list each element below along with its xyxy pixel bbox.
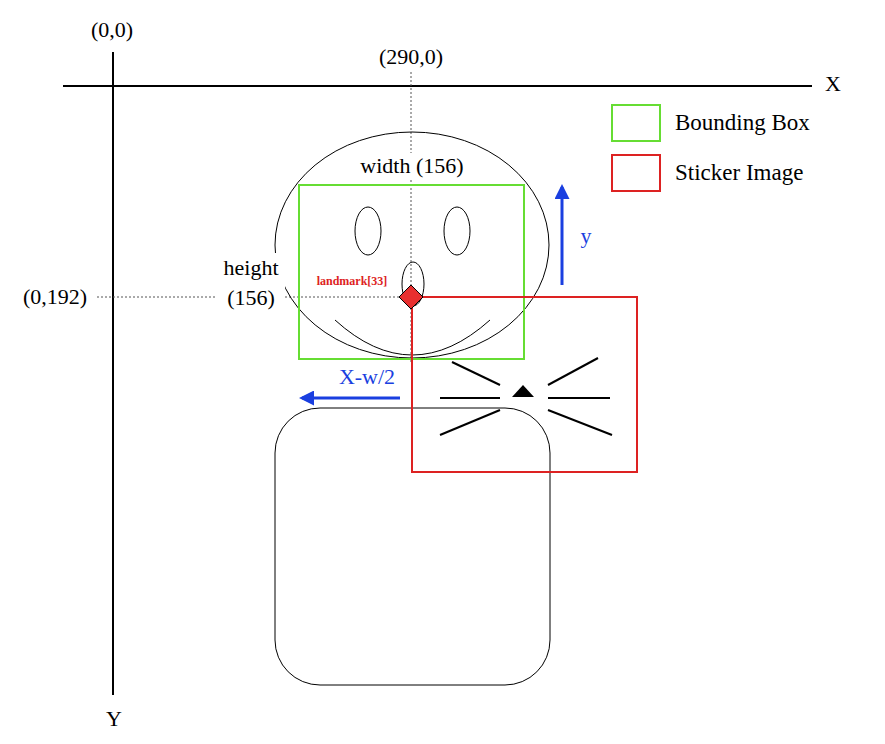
sticker-nose — [512, 385, 534, 397]
eye — [444, 207, 470, 255]
eye — [355, 207, 381, 255]
axis-name: X — [823, 71, 843, 97]
legend-swatch — [611, 154, 661, 192]
offset-arrow — [561, 187, 564, 285]
y-axis — [112, 52, 114, 695]
x-axis — [63, 85, 812, 87]
dimension-label: width (156) — [358, 153, 465, 179]
dimension-label: height (156) — [217, 253, 285, 313]
offset-label: y — [579, 223, 594, 249]
offset-label: X-w/2 — [337, 364, 397, 390]
whiskers — [440, 358, 612, 435]
axis-name: Y — [104, 706, 124, 732]
offset-arrow — [302, 397, 400, 400]
coordinate-label: (0,192) — [21, 284, 89, 310]
landmark-label: landmark[33] — [315, 274, 390, 289]
coordinate-label: (290,0) — [377, 44, 445, 70]
legend-text: Sticker Image — [675, 160, 803, 186]
legend-text: Bounding Box — [675, 110, 810, 136]
origin-label: (0,0) — [89, 17, 135, 43]
legend-swatch — [611, 104, 661, 142]
landmark-point — [399, 285, 423, 309]
sticker-box — [412, 297, 637, 472]
